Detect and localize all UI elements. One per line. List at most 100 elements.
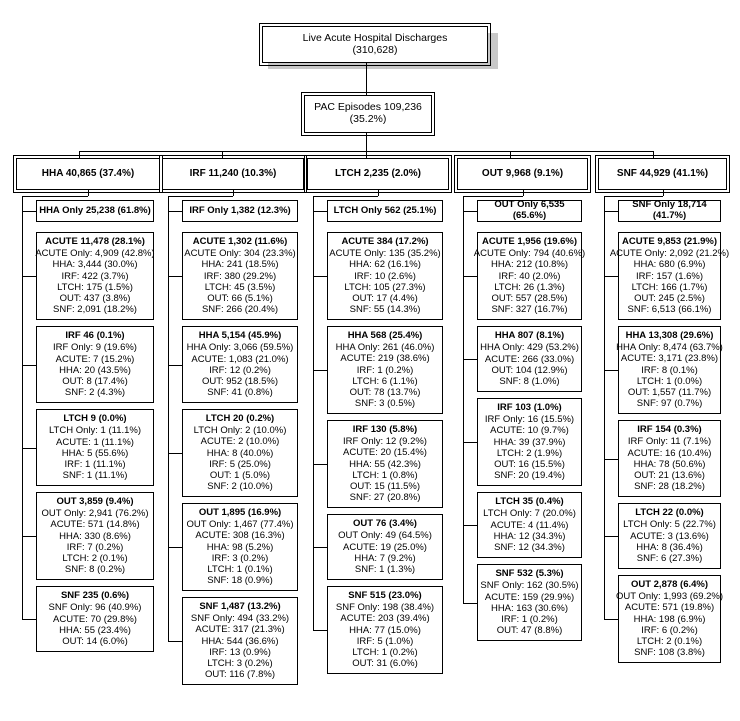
detail-box-row: ACUTE: 70 (29.8%) [53, 613, 137, 625]
detail-box-row: IRF: 13 (0.9%) [209, 646, 271, 658]
detail-box-row: IRF: 7 (0.2%) [66, 541, 124, 553]
detail-box-row: SNF: 6 (27.3%) [636, 553, 703, 565]
column-header-label: IRF 11,240 (10.3%) [189, 168, 277, 180]
detail-box-row: SNF: 2 (10.0%) [207, 481, 273, 493]
detail-box-row: SNF: 108 (3.8%) [634, 647, 705, 659]
only-box-label: LTCH Only 562 (25.1%) [333, 204, 437, 216]
pac-box-line1: PAC Episodes 109,236 [314, 101, 422, 114]
detail-box-row: SNF: 20 (19.4%) [494, 470, 565, 482]
detail-box-row: HHA: 8 (40.0%) [206, 447, 274, 459]
detail-box-row: LTCH: 166 (1.7%) [631, 281, 708, 293]
detail-box-row: SNF: 6,513 (66.1%) [627, 304, 712, 316]
detail-box-header: ACUTE 11,478 (28.1%) [45, 235, 145, 247]
connector-snf-header-elbow [604, 196, 663, 197]
detail-box-row: OUT Only: 2,941 (76.2%) [41, 508, 149, 520]
detail-box-header: HHA 807 (8.1%) [494, 329, 565, 341]
detail-box-row: LTCH: 175 (1.5%) [57, 281, 133, 293]
pac-box-line2: (35.2%) [349, 113, 387, 125]
detail-box-row: ACUTE Only: 304 (23.3%) [184, 248, 296, 260]
spine-hha [22, 196, 23, 619]
detail-box-header: HHA 5,154 (45.9%) [198, 329, 282, 341]
detail-box-header: IRF 130 (5.8%) [352, 423, 418, 435]
detail-box-row: ACUTE: 317 (21.3%) [195, 624, 285, 636]
detail-box-row: SNF: 97 (0.7%) [636, 398, 703, 410]
detail-box-row: HHA Only: 8,474 (63.7%) [616, 342, 723, 354]
detail-box-header: ACUTE 1,302 (11.6%) [192, 235, 288, 247]
root-box-line2: (310,628) [352, 43, 398, 56]
detail-box-row: SNF: 327 (16.7%) [491, 304, 568, 316]
detail-box-row: OUT: 1 (5.0%) [209, 470, 271, 482]
detail-box-row: IRF: 3 (0.2%) [211, 552, 269, 564]
stub-snf-0 [604, 276, 618, 277]
detail-box-out-0: ACUTE 1,956 (19.6%)ACUTE Only: 794 (40.6… [474, 232, 585, 320]
detail-box-row: ACUTE: 10 (9.7%) [490, 425, 569, 437]
detail-box-row: LTCH Only: 5 (22.7%) [623, 519, 716, 531]
detail-box-row: OUT: 47 (8.8%) [496, 625, 563, 637]
detail-box-irf-4: SNF 1,487 (13.2%)SNF Only: 494 (33.2%)AC… [182, 597, 298, 685]
connector-out-header-down [522, 190, 524, 196]
detail-box-row: SNF: 1 (11.1%) [62, 470, 128, 482]
stub-ltch-1 [313, 370, 327, 371]
detail-box-hha-0: ACUTE 11,478 (28.1%)ACUTE Only: 4,909 (4… [35, 232, 155, 320]
connector-bus-to-irf [222, 151, 223, 158]
detail-box-row: IRF: 8 (0.1%) [641, 364, 698, 376]
detail-box-row: HHA: 7 (9.2%) [354, 552, 416, 564]
detail-box-irf-0: ACUTE 1,302 (11.6%)ACUTE Only: 304 (23.3… [182, 232, 298, 320]
root-box: Live Acute Hospital Discharges (310,628) [259, 23, 491, 66]
detail-box-row: HHA: 78 (50.6%) [633, 458, 706, 470]
detail-box-row: ACUTE: 4 (11.4%) [490, 519, 569, 531]
detail-box-row: OUT: 16 (15.5%) [494, 459, 565, 471]
only-box-label: IRF Only 1,382 (12.3%) [189, 204, 291, 216]
stub-out-2 [463, 442, 477, 443]
detail-box-row: SNF: 2,091 (18.2%) [53, 304, 137, 316]
connector-bus-to-snf [653, 151, 654, 158]
detail-box-row: ACUTE: 20 (15.4%) [343, 447, 427, 459]
detail-box-ltch-3: OUT 76 (3.4%)OUT Only: 49 (64.5%)ACUTE: … [327, 514, 443, 580]
detail-box-out-1: HHA 807 (8.1%)HHA Only: 429 (53.2%)ACUTE… [477, 326, 582, 392]
detail-box-row: ACUTE: 16 (10.4%) [627, 447, 712, 459]
detail-box-row: SNF Only: 96 (40.9%) [48, 602, 142, 614]
detail-box-out-3: LTCH 35 (0.4%)LTCH Only: 7 (20.0%)ACUTE:… [477, 492, 582, 558]
detail-box-row: OUT: 21 (13.6%) [634, 469, 705, 481]
detail-box-row: SNF Only: 198 (38.4%) [335, 602, 435, 614]
detail-box-snf-2: IRF 154 (0.3%)IRF Only: 11 (7.1%)ACUTE: … [618, 420, 721, 497]
root-box-line1: Live Acute Hospital Discharges [302, 31, 448, 44]
column-header-irf: IRF 11,240 (10.3%) [159, 155, 307, 193]
detail-box-row: OUT: 78 (13.7%) [349, 387, 421, 399]
detail-box-row: HHA: 20 (43.5%) [59, 364, 131, 376]
detail-box-row: LTCH Only: 7 (20.0%) [483, 508, 576, 520]
detail-box-row: SNF: 8 (0.2%) [64, 564, 126, 576]
detail-box-row: OUT: 116 (7.8%) [204, 669, 276, 681]
stub-snf-1 [604, 370, 618, 371]
detail-box-row: SNF: 2 (4.3%) [64, 387, 126, 399]
detail-box-snf-4: OUT 2,878 (6.4%)OUT Only: 1,993 (69.2%)A… [616, 575, 723, 663]
detail-box-row: HHA Only: 429 (53.2%) [480, 342, 579, 354]
connector-ltch-header-elbow [313, 196, 378, 197]
detail-box-row: ACUTE: 3,171 (23.8%) [620, 353, 719, 365]
detail-box-row: LTCH: 2 (0.1%) [62, 553, 128, 565]
column-header-label: OUT 9,968 (9.1%) [481, 168, 564, 180]
only-box-label: OUT Only 6,535 (65.6%) [494, 199, 565, 221]
stub-irf-4 [168, 641, 182, 642]
detail-box-row: SNF: 3 (0.5%) [354, 398, 416, 410]
detail-box-header: SNF 515 (23.0%) [348, 589, 422, 601]
stub-snf-3 [604, 536, 618, 537]
detail-box-row: OUT: 952 (18.5%) [201, 375, 279, 387]
detail-box-row: LTCH: 2 (1.9%) [496, 447, 563, 459]
detail-box-row: HHA: 212 (10.8%) [490, 259, 569, 271]
stub-ltch-4 [313, 630, 327, 631]
detail-box-row: LTCH: 26 (1.3%) [494, 281, 565, 293]
detail-box-row: HHA: 8 (36.4%) [636, 541, 703, 553]
detail-box-hha-2: LTCH 9 (0.0%)LTCH Only: 1 (11.1%)ACUTE: … [36, 409, 154, 486]
connector-out-header-elbow [463, 196, 523, 197]
stub-ltch-0 [313, 276, 327, 277]
stub-out-only [463, 211, 477, 212]
detail-box-row: ACUTE Only: 4,909 (42.8%) [35, 248, 155, 260]
detail-box-row: HHA: 55 (42.3%) [349, 458, 421, 470]
detail-box-row: OUT Only: 49 (64.5%) [338, 530, 432, 542]
detail-box-ltch-4: SNF 515 (23.0%)SNF Only: 198 (38.4%)ACUT… [327, 586, 443, 674]
only-box-label: HHA Only 25,238 (61.8%) [39, 204, 151, 216]
detail-box-row: ACUTE: 19 (25.0%) [343, 541, 427, 553]
column-header-label: SNF 44,929 (41.1%) [616, 168, 709, 180]
detail-box-row: ACUTE: 1 (11.1%) [56, 436, 134, 448]
